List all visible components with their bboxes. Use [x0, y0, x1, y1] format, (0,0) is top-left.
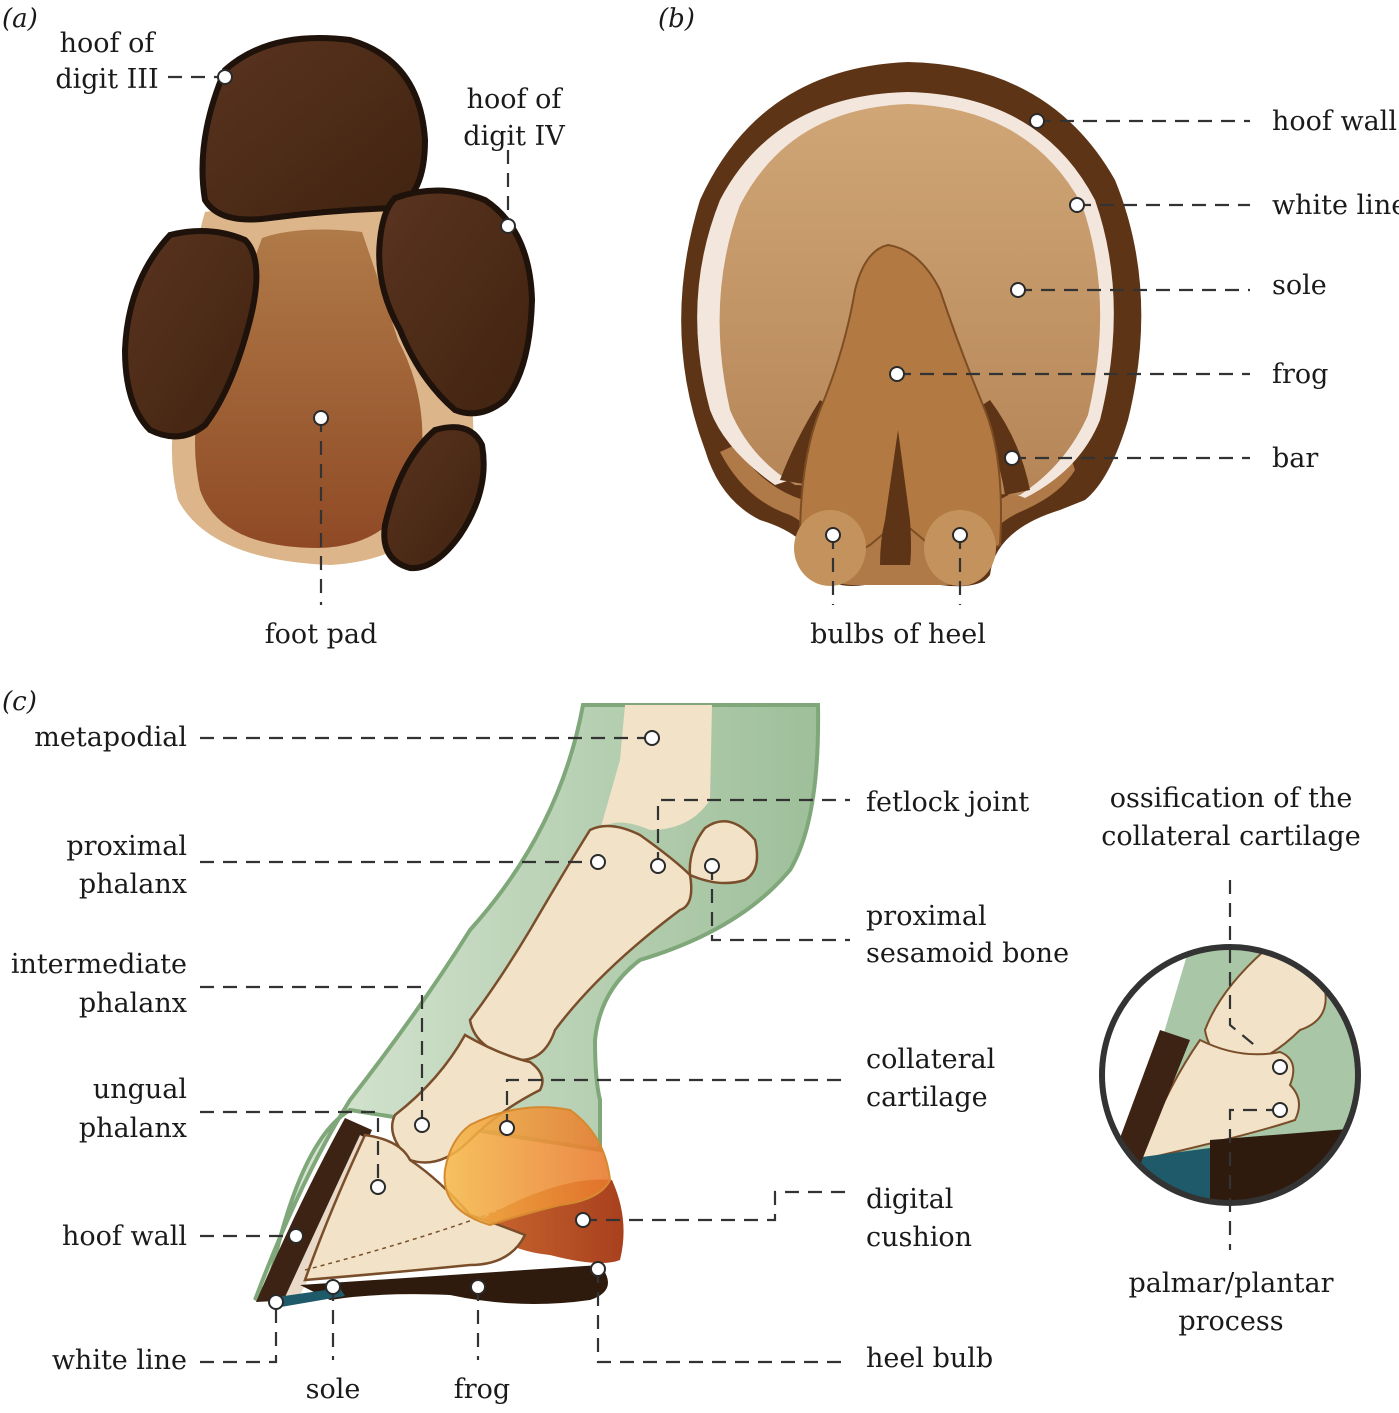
- panel-a: (a) hoof of digit III hoof of digit IV f…: [2, 4, 565, 650]
- hoof-digit-v-shape: [381, 424, 487, 572]
- hoof-digit-iv-shape: [376, 187, 536, 417]
- dot-intermediate-phalanx: [414, 1117, 430, 1133]
- label-fetlock-joint: fetlock joint: [866, 787, 1029, 818]
- hoof-digit-ii-shape: [121, 228, 260, 440]
- label-metapodial: metapodial: [34, 722, 187, 753]
- sole-c-shape: [300, 1265, 608, 1304]
- frog-b-shape: [798, 243, 1002, 562]
- label-proximal-sesamoid-l2: sesamoid bone: [866, 938, 1069, 969]
- label-foot-pad: foot pad: [265, 619, 378, 650]
- label-heel-bulb: heel bulb: [866, 1343, 993, 1374]
- teal-sole-c-shape: [270, 1288, 345, 1308]
- label-digital-cushion-l2: cushion: [866, 1222, 972, 1253]
- frog-cleft: [880, 430, 911, 565]
- hoof-wall-c-shape: [256, 1118, 372, 1302]
- label-bulbs-of-heel: bulbs of heel: [810, 619, 986, 650]
- dot-bar-b: [1004, 450, 1020, 466]
- dot-hoof-wall-b: [1029, 113, 1045, 129]
- leader-palmar-process: [1228, 1108, 1280, 1250]
- dot-sesamoid: [704, 858, 720, 874]
- ungual-phalanx-shape: [303, 1133, 527, 1282]
- leader-intermediate-phalanx: [200, 985, 424, 1125]
- label-palmar-process-l1: palmar/plantar: [1129, 1268, 1334, 1299]
- metapodial-shape: [600, 705, 712, 830]
- label-proximal-phalanx-l2: phalanx: [79, 869, 187, 900]
- white-line-b-shape: [697, 92, 1114, 498]
- label-collateral-cartilage-l2: cartilage: [866, 1082, 988, 1113]
- label-hoof-digit-iv-l2: digit IV: [463, 121, 565, 152]
- dot-white-line-c: [268, 1294, 284, 1310]
- label-hoof-digit-iv-l1: hoof of: [467, 84, 564, 115]
- dot-proximal-phalanx: [590, 854, 606, 870]
- dot-foot-pad: [313, 410, 329, 426]
- leader-collateral-cartilage: [505, 1078, 850, 1128]
- label-ungual-phalanx-l2: phalanx: [79, 1113, 187, 1144]
- label-intermediate-phalanx-l1: intermediate: [11, 949, 187, 980]
- label-sole-b: sole: [1272, 270, 1327, 301]
- dot-sole-c: [325, 1279, 341, 1295]
- label-white-line-c: white line: [52, 1345, 187, 1376]
- label-hoof-digit-iii-l2: digit III: [55, 64, 158, 95]
- leader-digital-cushion: [583, 1190, 850, 1222]
- label-collateral-cartilage-l1: collateral: [866, 1044, 995, 1075]
- leader-ungual-phalanx: [200, 1110, 380, 1187]
- leader-fetlock: [656, 798, 850, 866]
- dot-hoof-wall-c: [288, 1228, 304, 1244]
- leader-heel-bulb: [596, 1269, 850, 1364]
- leader-white-line-c: [200, 1302, 278, 1364]
- label-white-line-b: white line: [1272, 190, 1399, 221]
- dot-ungual-phalanx: [370, 1179, 386, 1195]
- dot-digital-cushion: [575, 1212, 591, 1228]
- dot-heel-bulb: [590, 1261, 606, 1277]
- label-ossification-l2: collateral cartilage: [1101, 821, 1360, 852]
- dot-sole-b: [1010, 282, 1026, 298]
- label-proximal-sesamoid-l1: proximal: [866, 901, 987, 932]
- dot-hoof-digit-iv: [500, 218, 516, 234]
- leader-ossification: [1228, 880, 1259, 1049]
- dot-bulb-left: [825, 527, 841, 543]
- inset-ossification: [1099, 880, 1361, 1250]
- panel-c: (c): [2, 687, 1361, 1405]
- label-proximal-phalanx-l1: proximal: [66, 831, 187, 862]
- collateral-cartilage-shape: [443, 1106, 612, 1227]
- label-hoof-wall-c: hoof wall: [62, 1221, 187, 1252]
- panel-c-tag: (c): [2, 687, 37, 717]
- leader-sesamoid: [710, 866, 850, 942]
- label-ossification-l1: ossification of the: [1110, 783, 1353, 814]
- dot-frog-b: [889, 366, 905, 382]
- label-ungual-phalanx-l1: ungual: [93, 1074, 187, 1105]
- dot-hoof-digit-iii: [217, 69, 233, 85]
- label-digital-cushion-l1: digital: [866, 1184, 953, 1215]
- label-bar-b: bar: [1272, 443, 1318, 474]
- dot-collateral-cartilage: [499, 1120, 515, 1136]
- bulb-left-shape: [794, 510, 866, 586]
- panel-b-tag: (b): [658, 4, 695, 34]
- dot-metapodial: [644, 730, 660, 746]
- label-intermediate-phalanx-l2: phalanx: [79, 988, 187, 1019]
- dot-fetlock: [650, 858, 666, 874]
- label-palmar-process-l2: process: [1178, 1306, 1283, 1337]
- panel-b: (b) hoof wall white line sole: [658, 4, 1399, 650]
- dot-palmar-process: [1272, 1102, 1288, 1118]
- label-hoof-digit-iii-l1: hoof of: [60, 28, 157, 59]
- label-frog-b: frog: [1272, 359, 1328, 390]
- dot-white-line-b: [1069, 197, 1085, 213]
- hoof-digit-iii-shape: [199, 35, 429, 223]
- label-sole-c: sole: [306, 1374, 361, 1405]
- label-hoof-wall-b: hoof wall: [1272, 106, 1397, 137]
- dot-ossification: [1272, 1059, 1288, 1075]
- proximal-phalanx-shape: [468, 824, 693, 1062]
- label-frog-c: frog: [454, 1374, 510, 1405]
- dot-bulb-right: [952, 527, 968, 543]
- panel-a-tag: (a): [2, 4, 38, 34]
- dot-frog-c: [470, 1279, 486, 1295]
